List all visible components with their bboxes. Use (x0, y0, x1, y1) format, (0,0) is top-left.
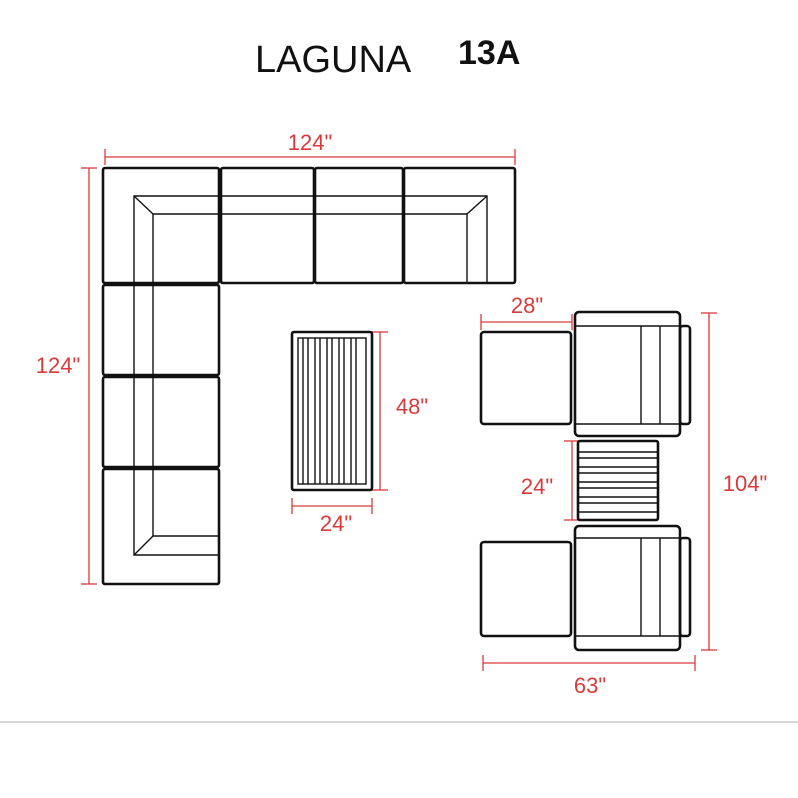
club-chair-bottom (573, 524, 692, 652)
side-table (576, 439, 660, 522)
collection-name: LAGUNA (255, 39, 412, 81)
coffee-table-slats (302, 338, 357, 484)
sectional-width-label: 124" (288, 130, 333, 155)
sectional-depth-label: 124" (36, 353, 81, 378)
coffee-table-width-label: 24" (320, 511, 352, 536)
armless-sectional-left-2 (101, 375, 221, 469)
club-chair-top (573, 310, 692, 438)
corner-sectional-bottom-left (101, 467, 221, 586)
chair-group-width-label: 63" (574, 673, 606, 698)
corner-sectional-top-right (402, 166, 517, 285)
chair-group-depth-label: 104" (723, 471, 768, 496)
set-code: 13A (458, 34, 520, 72)
side-table-slats (578, 451, 658, 513)
coffee-table (290, 330, 374, 492)
armless-sectional-top-2 (313, 166, 405, 285)
ottoman-bottom (479, 540, 573, 638)
corner-sectional-top-left (101, 166, 221, 285)
ottoman-top (479, 330, 573, 426)
ottoman-width-label: 28" (511, 293, 543, 318)
armless-sectional-left-1 (101, 283, 221, 377)
dimension-lines (81, 149, 717, 671)
coffee-table-length-label: 48" (396, 394, 428, 419)
armless-sectional-top-1 (219, 166, 316, 285)
side-table-width-label: 24" (521, 474, 553, 499)
